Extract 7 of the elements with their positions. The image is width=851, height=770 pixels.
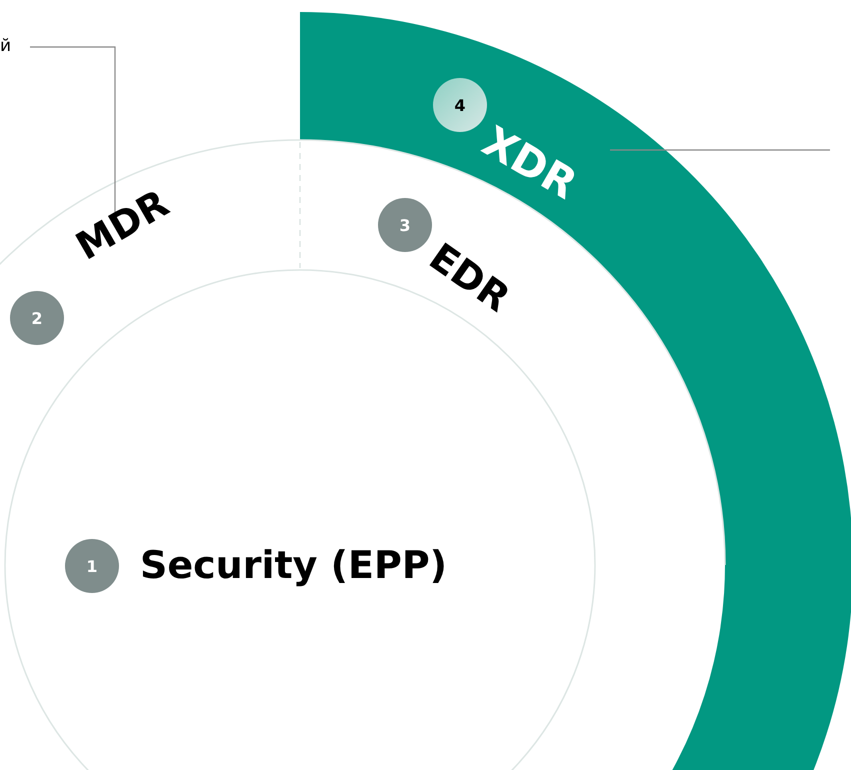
leader-line [30, 46, 116, 212]
leader-line [610, 149, 830, 151]
cut-off-text: й [0, 38, 12, 55]
segment-title: Security (EPP) [140, 546, 448, 584]
number-badge: 1 [65, 539, 119, 593]
number-badge: 2 [10, 291, 64, 345]
number-badge: 3 [378, 198, 432, 252]
